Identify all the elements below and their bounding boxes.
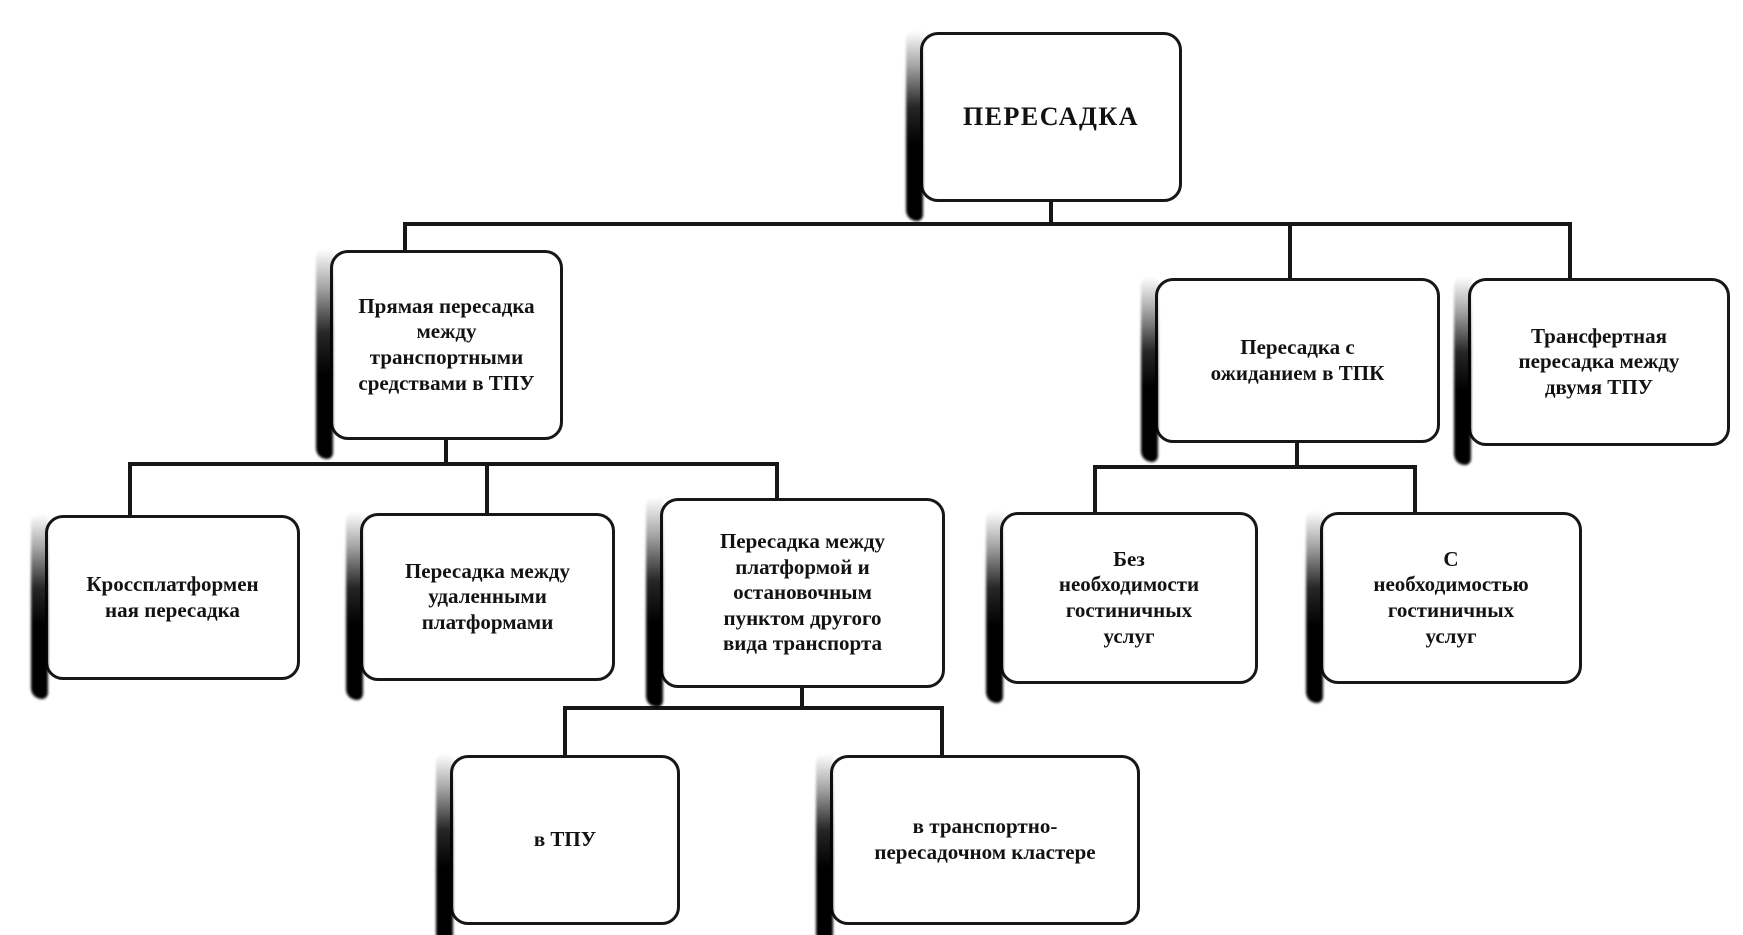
connector-h-level3-right xyxy=(1093,465,1417,469)
node-cross-platform-label: Кроссплатформен ная пересадка xyxy=(86,571,259,622)
connector-drop-cross xyxy=(128,462,132,520)
connector-drop-transfer2 xyxy=(1568,222,1572,284)
node-direct-transfer: Прямая пересадка между транспортными сре… xyxy=(330,250,563,440)
node-transfer-two-tpu: Трансфертная пересадка между двумя ТПУ xyxy=(1468,278,1730,446)
connector-h-level3-left xyxy=(128,462,779,466)
node-in-tpu-label: в ТПУ xyxy=(533,827,597,852)
node-platform-stop-point-label: Пересадка между платформой и остановочны… xyxy=(719,528,886,656)
node-remote-platforms: Пересадка между удаленными платформами xyxy=(360,513,615,681)
connector-platform-stem xyxy=(800,684,804,710)
node-direct-transfer-label: Прямая пересадка между транспортными сре… xyxy=(358,293,535,395)
node-with-hotel-services-label: С необходимостью гостиничных услуг xyxy=(1373,546,1529,648)
connector-waiting-stem xyxy=(1295,439,1299,469)
connector-drop-waiting xyxy=(1288,222,1292,284)
connector-h-level4 xyxy=(563,706,944,710)
connector-drop-platform xyxy=(775,462,779,504)
connector-drop-withhotel xyxy=(1413,465,1417,517)
node-with-hotel-services: С необходимостью гостиничных услуг xyxy=(1320,512,1582,684)
node-in-transport-cluster-label: в транспортно- пересадочном кластере xyxy=(874,814,1096,864)
node-no-hotel-services-label: Без необходимости гостиничных услуг xyxy=(1058,546,1200,648)
connector-drop-remote xyxy=(485,462,489,518)
node-transfer-two-tpu-label: Трансфертная пересадка между двумя ТПУ xyxy=(1518,323,1680,399)
connector-h-level2 xyxy=(403,222,1572,226)
connector-direct-stem xyxy=(444,436,448,466)
node-in-tpu: в ТПУ xyxy=(450,755,680,925)
connector-drop-intpu xyxy=(563,706,567,760)
node-waiting-in-tpk-label: Пересадка с ожиданием в ТПК xyxy=(1210,334,1385,385)
node-in-transport-cluster: в транспортно- пересадочном кластере xyxy=(830,755,1140,925)
connector-root-stem xyxy=(1049,198,1053,226)
connector-drop-nohotel xyxy=(1093,465,1097,517)
connector-drop-incluster xyxy=(940,706,944,760)
node-cross-platform: Кроссплатформен ная пересадка xyxy=(45,515,300,680)
node-waiting-in-tpk: Пересадка с ожиданием в ТПК xyxy=(1155,278,1440,443)
node-no-hotel-services: Без необходимости гостиничных услуг xyxy=(1000,512,1258,684)
node-remote-platforms-label: Пересадка между удаленными платформами xyxy=(404,558,571,634)
connector-drop-direct xyxy=(403,222,407,256)
node-root-transfer: ПЕРЕСАДКА xyxy=(920,32,1182,202)
node-platform-stop-point: Пересадка между платформой и остановочны… xyxy=(660,498,945,688)
node-root-label: ПЕРЕСАДКА xyxy=(962,102,1140,132)
